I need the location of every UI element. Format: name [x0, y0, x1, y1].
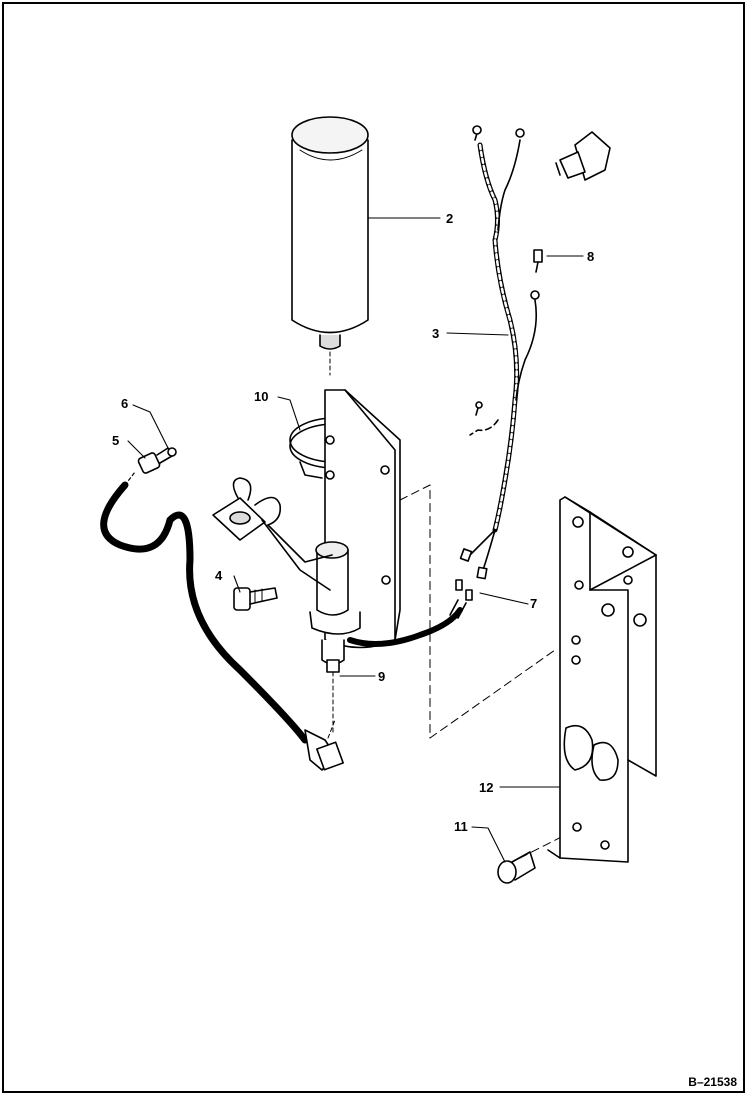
part-connectors [449, 579, 473, 619]
part-canister [291, 116, 369, 376]
callout-5: 5 [112, 433, 119, 448]
part-hose [100, 471, 344, 771]
callout-leaders [127, 217, 584, 863]
callout-3: 3 [432, 326, 439, 341]
callout-11: 11 [454, 819, 468, 834]
callout-2: 2 [446, 211, 453, 226]
part-mounting-plate [547, 496, 657, 863]
part-harness [459, 125, 540, 580]
figure-id: B–21538 [688, 1075, 737, 1089]
callout-4: 4 [215, 568, 223, 583]
part-terminal [475, 249, 543, 416]
part-bolt [233, 587, 278, 611]
callout-9: 9 [378, 669, 385, 684]
part-fitting [137, 447, 177, 474]
part-bolt-11 [497, 851, 536, 884]
part-wire-bracket [212, 477, 333, 591]
callout-8: 8 [587, 249, 594, 264]
part-sender [315, 541, 349, 736]
callout-12: 12 [479, 780, 493, 795]
callout-6: 6 [121, 396, 128, 411]
part-switch [555, 131, 611, 181]
callout-7: 7 [530, 596, 537, 611]
phantom-lines [399, 484, 576, 859]
callout-10: 10 [254, 389, 268, 404]
part-cable [347, 607, 463, 647]
